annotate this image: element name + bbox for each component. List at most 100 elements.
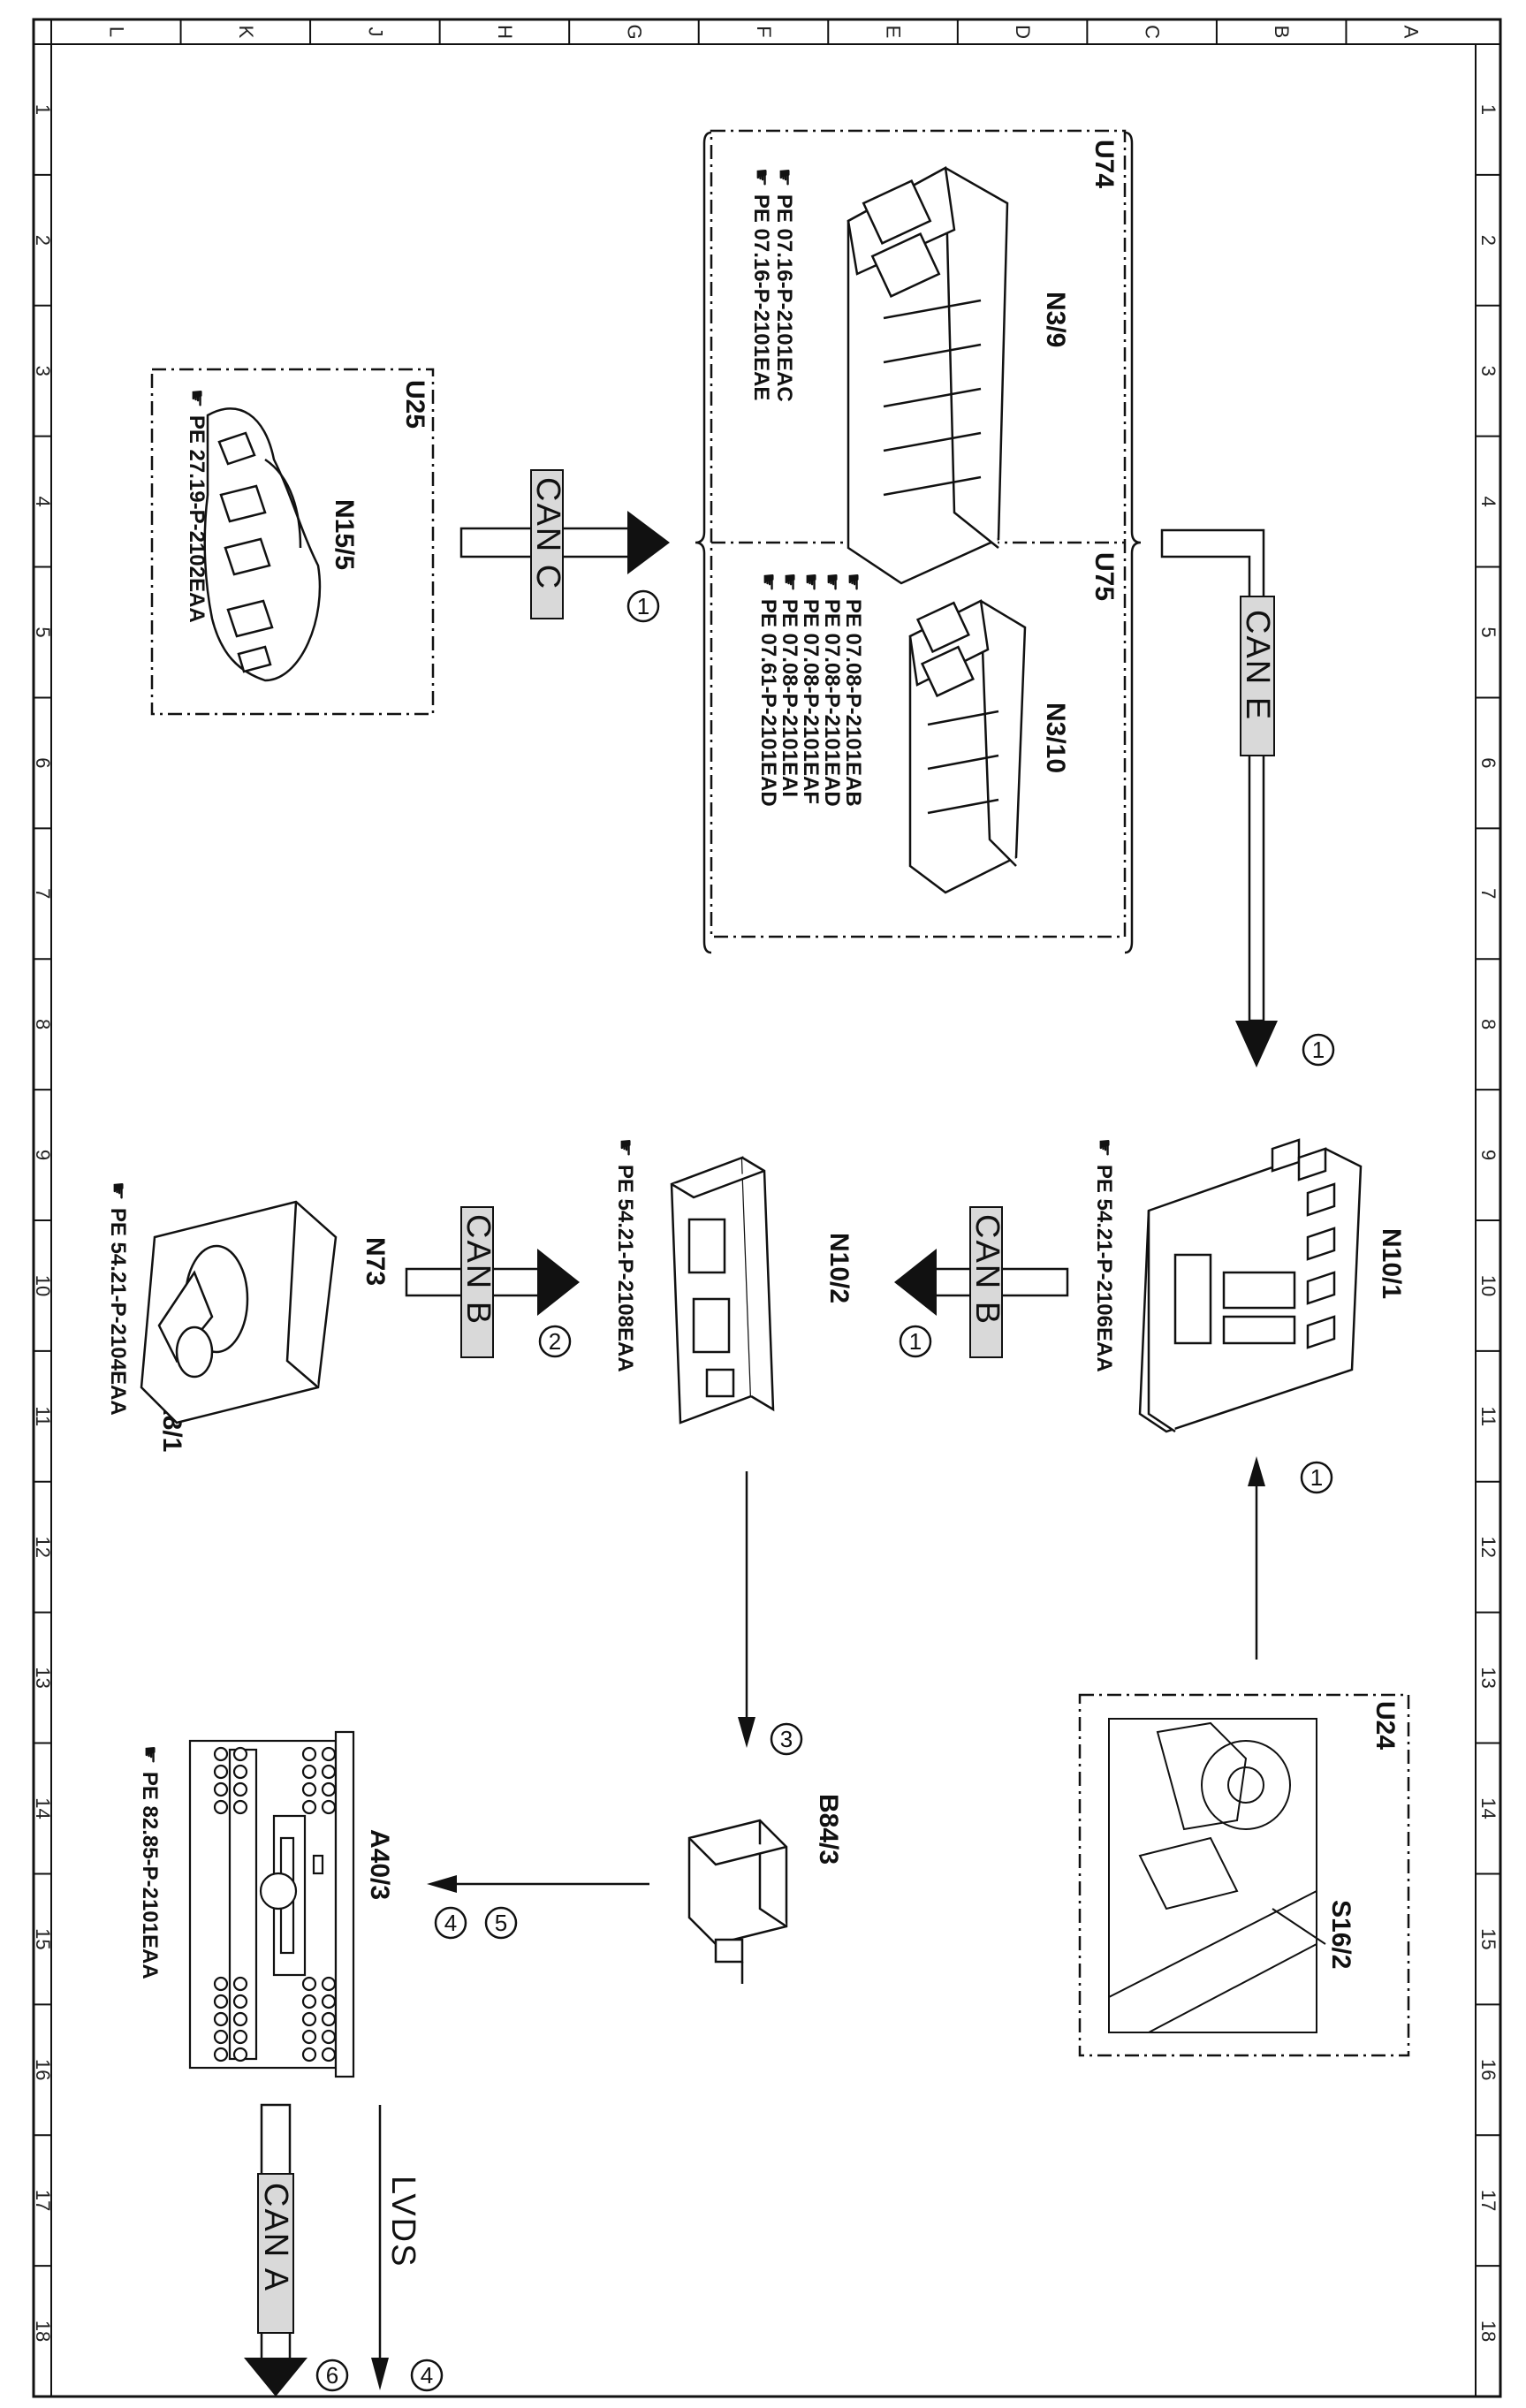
bus-can-b-1-label: CAN B xyxy=(968,1214,1006,1326)
head-unit-button xyxy=(321,2011,337,2027)
row-number: 10 xyxy=(1477,1275,1499,1296)
selector-module-icon xyxy=(203,407,322,682)
column-letter: J xyxy=(364,27,386,37)
bus-lvds-label: LVDS xyxy=(384,2176,421,2267)
group-u25: U25 N15/5 ☛ PE 27.19-P-2102EAA xyxy=(150,368,435,716)
head-unit-button xyxy=(232,1976,248,1992)
column-letter: C xyxy=(1142,25,1164,39)
signal-lvds: LVDS 4 xyxy=(371,2105,444,2392)
row-number: 9 xyxy=(1477,1150,1499,1160)
ref-u75-3: ☛ PE 07.08-P-2101EAF xyxy=(799,573,824,804)
svg-text:☛ PE 07.61-P-2101EAD: ☛ PE 07.61-P-2101EAD xyxy=(756,573,781,807)
head-unit-button xyxy=(321,1976,337,1992)
bus-can-b-2-label: CAN B xyxy=(459,1214,497,1326)
svg-text:☛ PE 54.21-P-2106EAA: ☛ PE 54.21-P-2106EAA xyxy=(1092,1138,1117,1372)
component-n73: N73 A8/1 ☛ PE 54.21-P-2104EAA xyxy=(106,1181,390,1452)
row-number: 2 xyxy=(32,235,54,246)
svg-text:☛ PE 07.16-P-2101EAC: ☛ PE 07.16-P-2101EAC xyxy=(772,168,797,402)
head-unit-button xyxy=(213,2029,229,2045)
signal-b84-3-to-a40-3: 5 4 xyxy=(427,1875,649,1940)
row-number: 2 xyxy=(1477,235,1499,246)
column-letter: G xyxy=(623,24,645,39)
row-number: 1 xyxy=(1477,104,1499,115)
head-unit-button xyxy=(301,1781,317,1797)
head-unit-button xyxy=(213,1799,229,1815)
component-n10-1: N10/1 ☛ PE 54.21-P-2106EAA xyxy=(1092,1138,1406,1433)
signal-can-c-number: 1 xyxy=(637,593,649,619)
row-number: 1 xyxy=(32,104,54,115)
svg-text:☛ PE 82.85-P-2101EAA: ☛ PE 82.85-P-2101EAA xyxy=(138,1745,163,1979)
head-unit-button xyxy=(321,1781,337,1797)
component-n3-10-label: N3/10 xyxy=(1041,703,1070,773)
head-unit-button xyxy=(232,2047,248,2062)
row-number: 5 xyxy=(32,627,54,637)
ref-u74-1: ☛ PE 07.16-P-2101EAC xyxy=(772,168,797,402)
row-number: 7 xyxy=(32,888,54,899)
row-number: 4 xyxy=(1477,496,1499,506)
group-u24: 1 U24 S16/2 xyxy=(1078,1456,1410,2057)
row-number: 4 xyxy=(32,496,54,506)
group-u74-label: U74 xyxy=(1089,140,1119,188)
ref-u75-1: ☛ PE 07.08-P-2101EAB xyxy=(841,573,866,807)
signal-can-e-number: 1 xyxy=(1312,1037,1325,1063)
component-b84-3: B84/3 xyxy=(687,1794,843,1984)
component-s16-2-label: S16/2 xyxy=(1326,1900,1355,1969)
bus-can-e: CAN E 1 xyxy=(1160,528,1335,1067)
head-unit-button xyxy=(213,1994,229,2009)
signal-can-b-1-number: 1 xyxy=(909,1328,922,1355)
row-number: 18 xyxy=(1477,2321,1499,2342)
bus-can-a-label: CAN A xyxy=(257,2183,294,2292)
ref-u74-2: ☛ PE 07.16-P-2101EAE xyxy=(749,168,774,400)
column-letter: E xyxy=(883,26,905,39)
group-u25-label: U25 xyxy=(400,380,429,429)
bus-can-b-2: CAN B 2 xyxy=(405,1206,580,1358)
head-unit-button xyxy=(301,1976,317,1992)
column-letter: B xyxy=(1271,26,1293,39)
svg-text:☛ PE 27.19-P-2102EAA: ☛ PE 27.19-P-2102EAA xyxy=(185,389,209,623)
ignition-switch-icon xyxy=(140,1200,338,1424)
head-unit-button xyxy=(321,1994,337,2009)
svg-text:☛ PE 07.16-P-2101EAE: ☛ PE 07.16-P-2101EAE xyxy=(749,168,774,400)
brake-switch-photo-icon xyxy=(1108,1718,1326,2033)
row-number: 11 xyxy=(1477,1406,1499,1426)
camera-icon xyxy=(687,1819,788,1984)
row-number: 8 xyxy=(1477,1019,1499,1029)
head-unit-button xyxy=(232,1994,248,2009)
bus-can-c: CAN C 1 xyxy=(459,469,670,623)
svg-text:☛ PE 07.08-P-2101EAB: ☛ PE 07.08-P-2101EAB xyxy=(841,573,866,807)
head-unit-icon xyxy=(188,1730,355,2078)
head-unit-button xyxy=(321,1764,337,1780)
head-unit-button xyxy=(321,1746,337,1762)
head-unit-button xyxy=(301,1764,317,1780)
head-unit-button xyxy=(301,2029,317,2045)
row-number: 10 xyxy=(32,1275,54,1296)
column-letter: F xyxy=(753,26,775,37)
bus-can-c-label: CAN C xyxy=(529,477,566,590)
svg-text:☛ PE 07.08-P-2101EAI: ☛ PE 07.08-P-2101EAI xyxy=(778,573,802,797)
signal-s16-number: 1 xyxy=(1310,1464,1323,1491)
signal-n10-2-to-b84-3: 3 xyxy=(738,1471,803,1756)
sam-module-icon xyxy=(1138,1138,1363,1433)
head-unit-button xyxy=(232,1764,248,1780)
row-number: 15 xyxy=(32,1928,54,1949)
group-u75-label: U75 xyxy=(1089,552,1119,601)
column-letter: L xyxy=(105,27,127,37)
row-number: 14 xyxy=(32,1797,54,1819)
head-unit-button xyxy=(232,1781,248,1797)
ref-n10-1: ☛ PE 54.21-P-2106EAA xyxy=(1092,1138,1117,1372)
head-unit-button xyxy=(232,1746,248,1762)
head-unit-button xyxy=(321,1799,337,1815)
head-unit-button xyxy=(213,1976,229,1992)
ref-u75-2: ☛ PE 07.08-P-2101EAD xyxy=(820,573,845,807)
row-number: 3 xyxy=(32,366,54,376)
row-number: 3 xyxy=(1477,366,1499,376)
component-b84-3-label: B84/3 xyxy=(814,1794,843,1865)
signal-can-a-number: 6 xyxy=(326,2362,338,2389)
component-a40-3: A40/3 ☛ PE 82.85-P-2101EAA xyxy=(138,1730,394,2078)
row-number: 16 xyxy=(32,2059,54,2080)
svg-text:☛ PE 54.21-P-2104EAA: ☛ PE 54.21-P-2104EAA xyxy=(106,1181,131,1416)
row-number: 12 xyxy=(1477,1536,1499,1557)
row-number: 8 xyxy=(32,1019,54,1029)
fuse-module-icon xyxy=(670,1156,775,1424)
row-number: 16 xyxy=(1477,2059,1499,2080)
